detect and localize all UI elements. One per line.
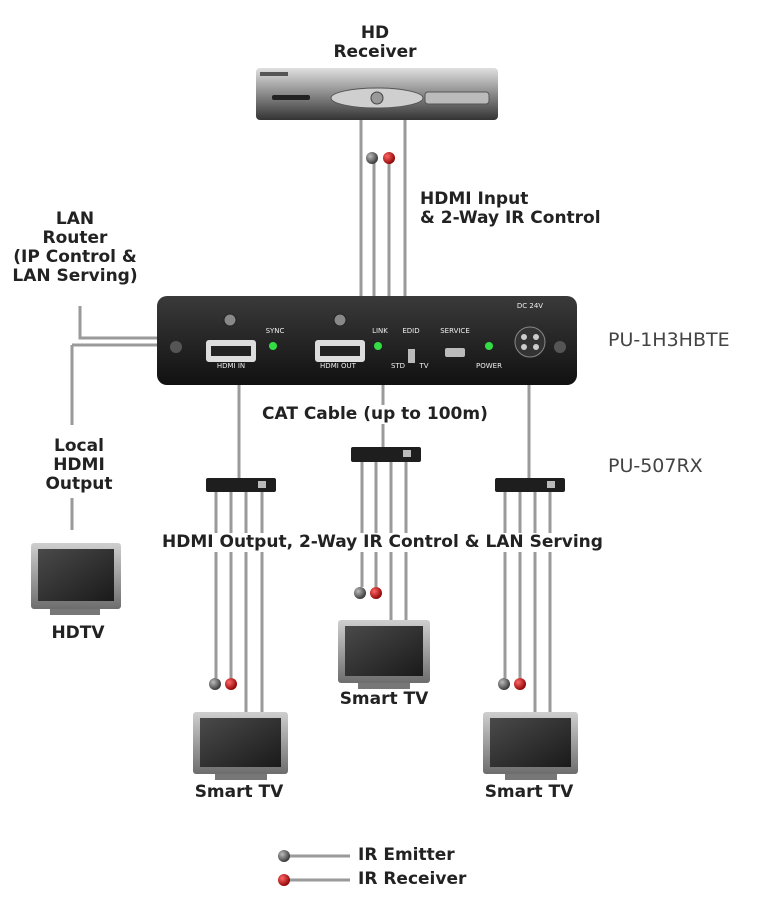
receiver-unit-left xyxy=(206,478,276,492)
lan-router-label-line4: LAN Serving) xyxy=(12,266,138,286)
hdmi-in-port-label: HDMI IN xyxy=(217,362,245,370)
hdmi-out-port-label: HDMI OUT xyxy=(320,362,357,370)
legend-ir-receiver: IR Receiver xyxy=(358,869,467,889)
receiver-unit-right xyxy=(495,478,565,492)
sync-port-label: SYNC xyxy=(266,327,285,335)
lan-router-label: LAN Router (IP Control & LAN Serving) xyxy=(5,210,145,286)
legend-ir-emitter: IR Emitter xyxy=(358,845,455,865)
hd-receiver-label: HD Receiver xyxy=(330,24,420,62)
hdtv-icon xyxy=(31,543,121,615)
lan-router-label-line2: Router xyxy=(42,228,108,248)
power-led-label: POWER xyxy=(476,362,502,370)
hdtv-label: HDTV xyxy=(51,623,105,643)
smart-tv-label-left: Smart TV xyxy=(194,782,284,802)
smart-tv-icon xyxy=(338,620,430,689)
tv-switch-label: TV xyxy=(418,362,428,370)
ir-emitter-receiver-pairs xyxy=(209,152,526,690)
hdmi-input-label: HDMI Input & 2-Way IR Control xyxy=(420,190,601,228)
transmitter-model-label: PU-1H3HBTE xyxy=(608,329,730,351)
local-hdmi-output-label-line2: HDMI xyxy=(53,455,105,475)
transmitter-device xyxy=(157,296,577,385)
edid-switch-label: EDID xyxy=(402,327,419,335)
receiver-output-label: HDMI Output, 2-Way IR Control & LAN Serv… xyxy=(158,533,607,552)
smart-tv-label-center: Smart TV xyxy=(339,689,429,709)
hdmi-input-label-line1: HDMI Input xyxy=(420,189,529,209)
hdmi-input-label-line2: & 2-Way IR Control xyxy=(420,208,601,228)
link-port-label: LINK xyxy=(372,327,388,335)
smart-tv-icon xyxy=(483,712,578,780)
smart-tv-icon xyxy=(193,712,288,780)
local-hdmi-output-label-line3: Output xyxy=(45,474,113,494)
legend-icons xyxy=(278,850,350,886)
lan-router-label-line3: (IP Control & xyxy=(13,247,137,267)
cat-cable-label: CAT Cable (up to 100m) xyxy=(258,405,492,424)
smart-tv-label-right: Smart TV xyxy=(484,782,574,802)
receiver-model-label: PU-507RX xyxy=(608,455,703,477)
local-hdmi-output-label-line1: Local xyxy=(54,436,104,456)
service-port-label: SERVICE xyxy=(440,327,470,335)
receiver-unit-center xyxy=(351,447,421,462)
dc-input-label: DC 24V xyxy=(517,302,543,310)
hd-receiver-label-line1: HD xyxy=(360,23,390,43)
hd-receiver-label-line2: Receiver xyxy=(333,42,417,62)
hd-receiver-device xyxy=(256,68,498,120)
std-switch-label: STD xyxy=(391,362,405,370)
local-hdmi-output-label: Local HDMI Output xyxy=(35,437,123,494)
lan-router-label-line1: LAN xyxy=(55,209,95,229)
